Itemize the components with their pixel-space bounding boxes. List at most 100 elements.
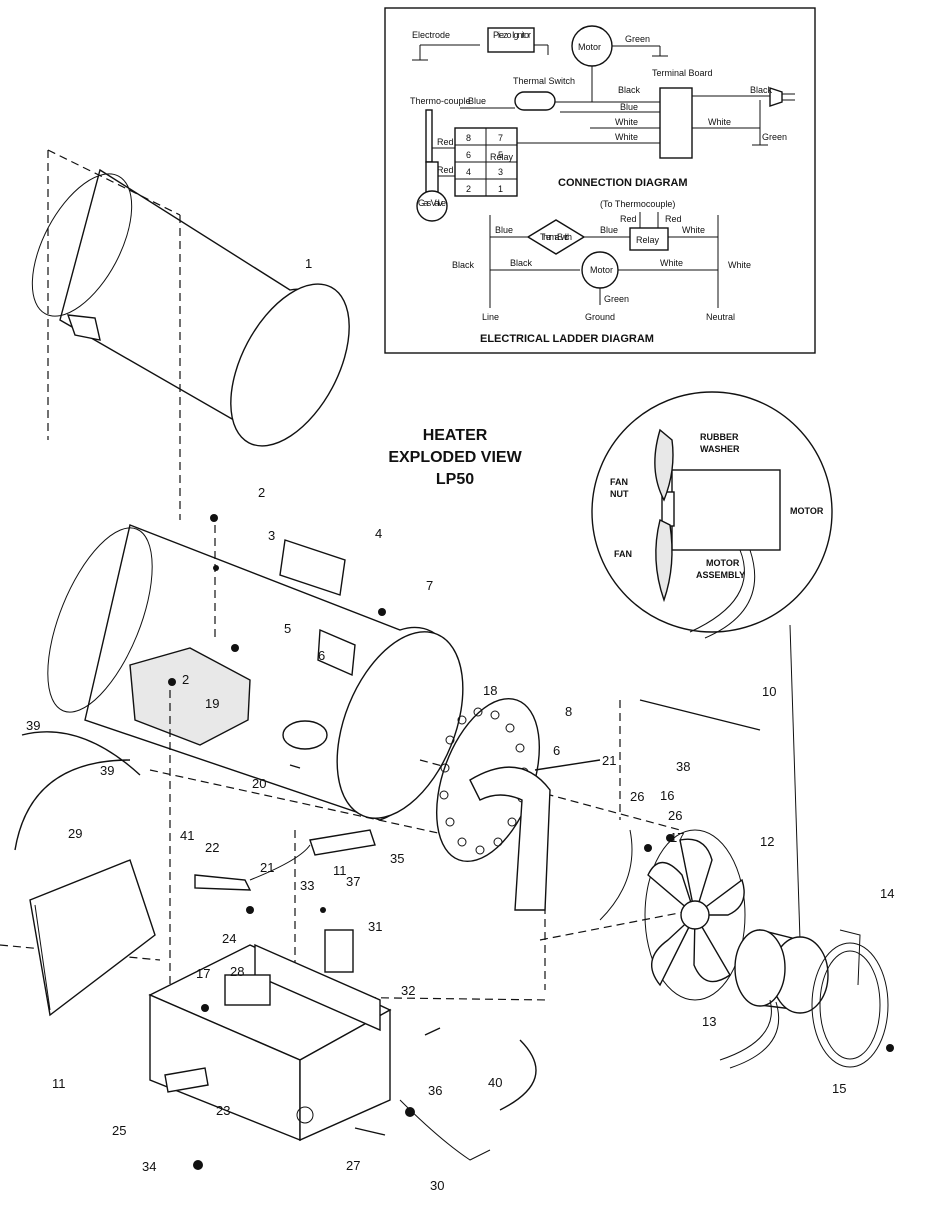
- label-ladder-neutral: Neutral: [706, 312, 735, 322]
- gas-valve-part: [224, 974, 271, 1006]
- callout: 12: [760, 834, 774, 849]
- callout: 3: [268, 528, 275, 543]
- terminal-block-part: [324, 929, 354, 973]
- label-ladder-blue-right: Blue: [600, 225, 618, 235]
- callout: 26: [630, 789, 644, 804]
- label-ladder-motor: Motor: [590, 265, 613, 275]
- callout: 20: [252, 776, 266, 791]
- label-rubber-washer-2: WASHER: [700, 444, 740, 454]
- callout-numbers: 1 2 3 4 5 6 7 2 19 18 8 6 21 10 38 39 39…: [26, 256, 894, 1193]
- gas-valve-symbol: [416, 190, 448, 222]
- callout: 39: [100, 763, 114, 778]
- callout: 14: [880, 886, 894, 901]
- label-blue-2: Blue: [620, 102, 638, 112]
- label-blue-1: Blue: [468, 96, 486, 106]
- callout: 19: [205, 696, 219, 711]
- label-electrode: Electrode: [412, 30, 450, 40]
- burner-tube: [469, 766, 551, 911]
- burner-baffle-part: [435, 697, 551, 911]
- wiring-panel: Electrode Piezo Ignitor Motor Green Term…: [384, 7, 816, 354]
- label-relay: Relay: [490, 152, 514, 162]
- ladder-diagram-title: ELECTRICAL LADDER DIAGRAM: [480, 333, 654, 345]
- label-green-plug: Green: [762, 132, 787, 142]
- label-ladder-blue-left: Blue: [495, 225, 513, 235]
- label-ladder-black-outer: Black: [452, 260, 475, 270]
- relay-pin: 6: [466, 150, 471, 160]
- callout: 30: [430, 1178, 444, 1193]
- label-motor: Motor: [578, 42, 601, 52]
- callout: 37: [346, 874, 360, 889]
- label-fan-nut-1: FAN: [610, 477, 628, 487]
- label-gas-valve: Gas Valve: [418, 198, 446, 208]
- label-thermal-switch: Thermal Switch: [513, 76, 575, 86]
- callout: 6: [318, 648, 325, 663]
- callout: 36: [428, 1083, 442, 1098]
- callout: 15: [832, 1081, 846, 1096]
- callout: 17: [670, 830, 684, 845]
- motor-detail-circle: [591, 391, 833, 633]
- callout: 33: [300, 878, 314, 893]
- callout: 18: [483, 683, 497, 698]
- relay-pin: 5: [498, 150, 503, 160]
- callout: 2: [258, 485, 265, 500]
- fan-blade-top: [654, 428, 674, 502]
- callout: 35: [390, 851, 404, 866]
- small-hardware: [168, 514, 894, 1170]
- motor-detail-callout: RUBBER WASHER FAN NUT MOTOR FAN MOTOR AS…: [591, 391, 833, 639]
- callout: 21: [602, 753, 616, 768]
- callout: 34: [142, 1159, 156, 1174]
- label-ladder-black-inner: Black: [510, 258, 533, 268]
- callout: 24: [222, 931, 236, 946]
- title-line-1: HEATER: [423, 427, 488, 444]
- label-ladder-red-2: Red: [665, 214, 682, 224]
- base-assembly: [148, 929, 392, 1142]
- label-red-2: Red: [437, 165, 454, 175]
- piezo-ignitor-box: [487, 27, 535, 53]
- label-black-left: Black: [618, 85, 641, 95]
- callout: 5: [284, 621, 291, 636]
- ignitor-part: [164, 1067, 209, 1093]
- label-red-1: Red: [437, 137, 454, 147]
- callout: 21: [260, 860, 274, 875]
- callout: 23: [216, 1103, 230, 1118]
- label-detail-motor: MOTOR: [790, 506, 824, 516]
- connection-diagram-title: CONNECTION DIAGRAM: [558, 177, 688, 189]
- callout: 41: [180, 828, 194, 843]
- relay-pin: 3: [498, 167, 503, 177]
- fan-blade-bottom: [655, 518, 673, 603]
- motor-part: [719, 929, 829, 1069]
- title-line-2: EXPLODED VIEW: [388, 449, 522, 466]
- fan-part: [644, 829, 746, 1001]
- motor-detail-housing: [671, 469, 781, 551]
- regulator-part: [194, 874, 252, 891]
- label-ladder-thermal-switch: Thermal Switch: [540, 232, 572, 242]
- callout: 6: [553, 743, 560, 758]
- callout: 28: [230, 964, 244, 979]
- label-ladder-green: Green: [604, 294, 629, 304]
- fan-guard-part: [811, 929, 889, 1068]
- label-detail-fan: FAN: [614, 549, 632, 559]
- label-white-3: White: [708, 117, 731, 127]
- callout: 32: [401, 983, 415, 998]
- end-cover-parts: [14, 731, 141, 851]
- label-fan-nut-2: NUT: [610, 489, 629, 499]
- label-rubber-washer-1: RUBBER: [700, 432, 739, 442]
- callout: 40: [488, 1075, 502, 1090]
- callout: 27: [346, 1158, 360, 1173]
- label-green-top: Green: [625, 34, 650, 44]
- label-motor-assembly-2: ASSEMBLY: [696, 570, 745, 580]
- main-title: HEATER EXPLODED VIEW LP50: [388, 427, 522, 488]
- callout: 29: [68, 826, 82, 841]
- callout: 4: [375, 526, 382, 541]
- thermal-switch-symbol: [514, 91, 556, 111]
- callout: 11: [333, 863, 347, 878]
- title-line-3: LP50: [436, 471, 474, 488]
- callout: 39: [26, 718, 40, 733]
- label-motor-assembly-1: MOTOR: [706, 558, 740, 568]
- callout: 26: [668, 808, 682, 823]
- relay-pin: 4: [466, 167, 471, 177]
- callout: 11: [52, 1076, 66, 1091]
- label-to-thermocouple: (To Thermocouple): [600, 199, 675, 209]
